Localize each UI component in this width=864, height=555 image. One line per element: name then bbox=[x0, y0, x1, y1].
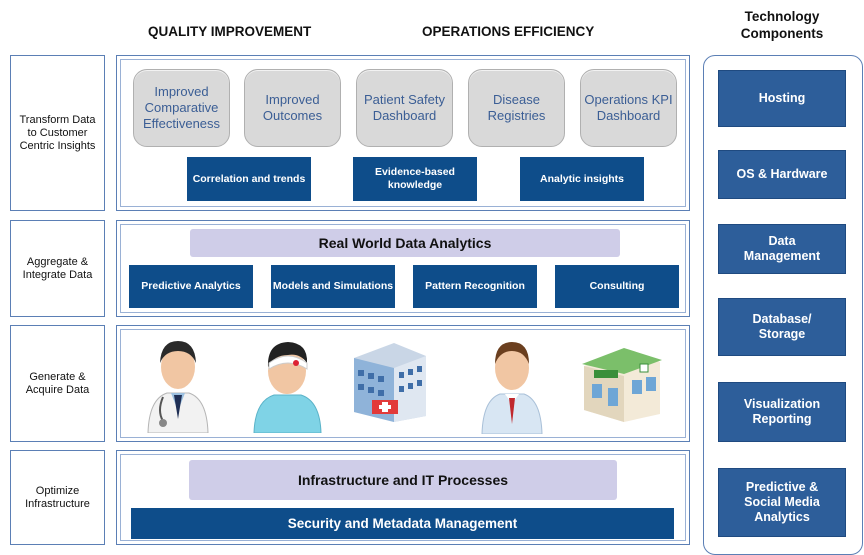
insight-label: Disease Registries bbox=[487, 92, 546, 123]
band-real-world-data-analytics: Real World Data Analytics bbox=[190, 229, 620, 257]
insight-label: Operations KPI Dashboard bbox=[584, 92, 673, 123]
analytics-predictive: Predictive Analytics bbox=[129, 265, 253, 308]
analytics-models-simulations: Models and Simulations bbox=[271, 265, 395, 308]
insight-comparative-effectiveness: Improved Comparative Effectiveness bbox=[133, 69, 230, 147]
insight-label: Improved Comparative Effectiveness bbox=[142, 84, 221, 131]
row-label-generate: Generate & Acquire Data bbox=[10, 325, 105, 442]
header-operations-efficiency: OPERATIONS EFFICIENCY bbox=[422, 24, 595, 39]
analytics-consulting: Consulting bbox=[555, 265, 679, 308]
analytics-pattern-recognition: Pattern Recognition bbox=[413, 265, 537, 308]
tech-hosting: Hosting bbox=[718, 70, 846, 127]
bar-security-metadata: Security and Metadata Management bbox=[131, 508, 674, 539]
hospital-icon bbox=[354, 343, 426, 422]
row-label-optimize: Optimize Infrastructure bbox=[10, 450, 105, 545]
insight-label: Improved Outcomes bbox=[262, 92, 323, 123]
tech-data-management: Data Management bbox=[718, 224, 846, 274]
patient-icon bbox=[253, 342, 322, 433]
insight-outcomes: Improved Outcomes bbox=[244, 69, 341, 147]
doctor-icon bbox=[147, 341, 209, 433]
header-technology-components: Technology Components bbox=[740, 9, 824, 41]
tech-visualization-reporting: Visualization Reporting bbox=[718, 382, 846, 442]
bar-correlation-trends: Correlation and trends bbox=[187, 157, 311, 201]
row-label-generate-text: Generate & Acquire Data bbox=[25, 370, 90, 396]
tech-os-hardware: OS & Hardware bbox=[718, 150, 846, 199]
insight-label: Patient Safety Dashboard bbox=[364, 92, 445, 123]
row-label-transform-text: Transform Data to Customer Centric Insig… bbox=[19, 113, 96, 152]
tech-predictive-social-media: Predictive & Social Media Analytics bbox=[718, 468, 846, 537]
row-label-optimize-text: Optimize Infrastructure bbox=[25, 484, 90, 510]
bar-evidence-knowledge: Evidence-based knowledge bbox=[353, 157, 477, 201]
bar-analytic-insights: Analytic insights bbox=[520, 157, 644, 201]
payer-person-icon bbox=[481, 342, 543, 434]
tech-database-storage: Database/ Storage bbox=[718, 298, 846, 356]
insight-disease-registries: Disease Registries bbox=[468, 69, 565, 147]
row-label-aggregate: Aggregate & Integrate Data bbox=[10, 220, 105, 317]
band-infrastructure: Infrastructure and IT Processes bbox=[189, 460, 617, 500]
row-label-transform: Transform Data to Customer Centric Insig… bbox=[10, 55, 105, 211]
insight-patient-safety: Patient Safety Dashboard bbox=[356, 69, 453, 147]
header-quality-improvement: QUALITY IMPROVEMENT bbox=[148, 24, 312, 39]
insight-operations-kpi: Operations KPI Dashboard bbox=[580, 69, 677, 147]
pharmacy-icon bbox=[582, 348, 662, 422]
row-label-aggregate-text: Aggregate & Integrate Data bbox=[22, 255, 93, 281]
